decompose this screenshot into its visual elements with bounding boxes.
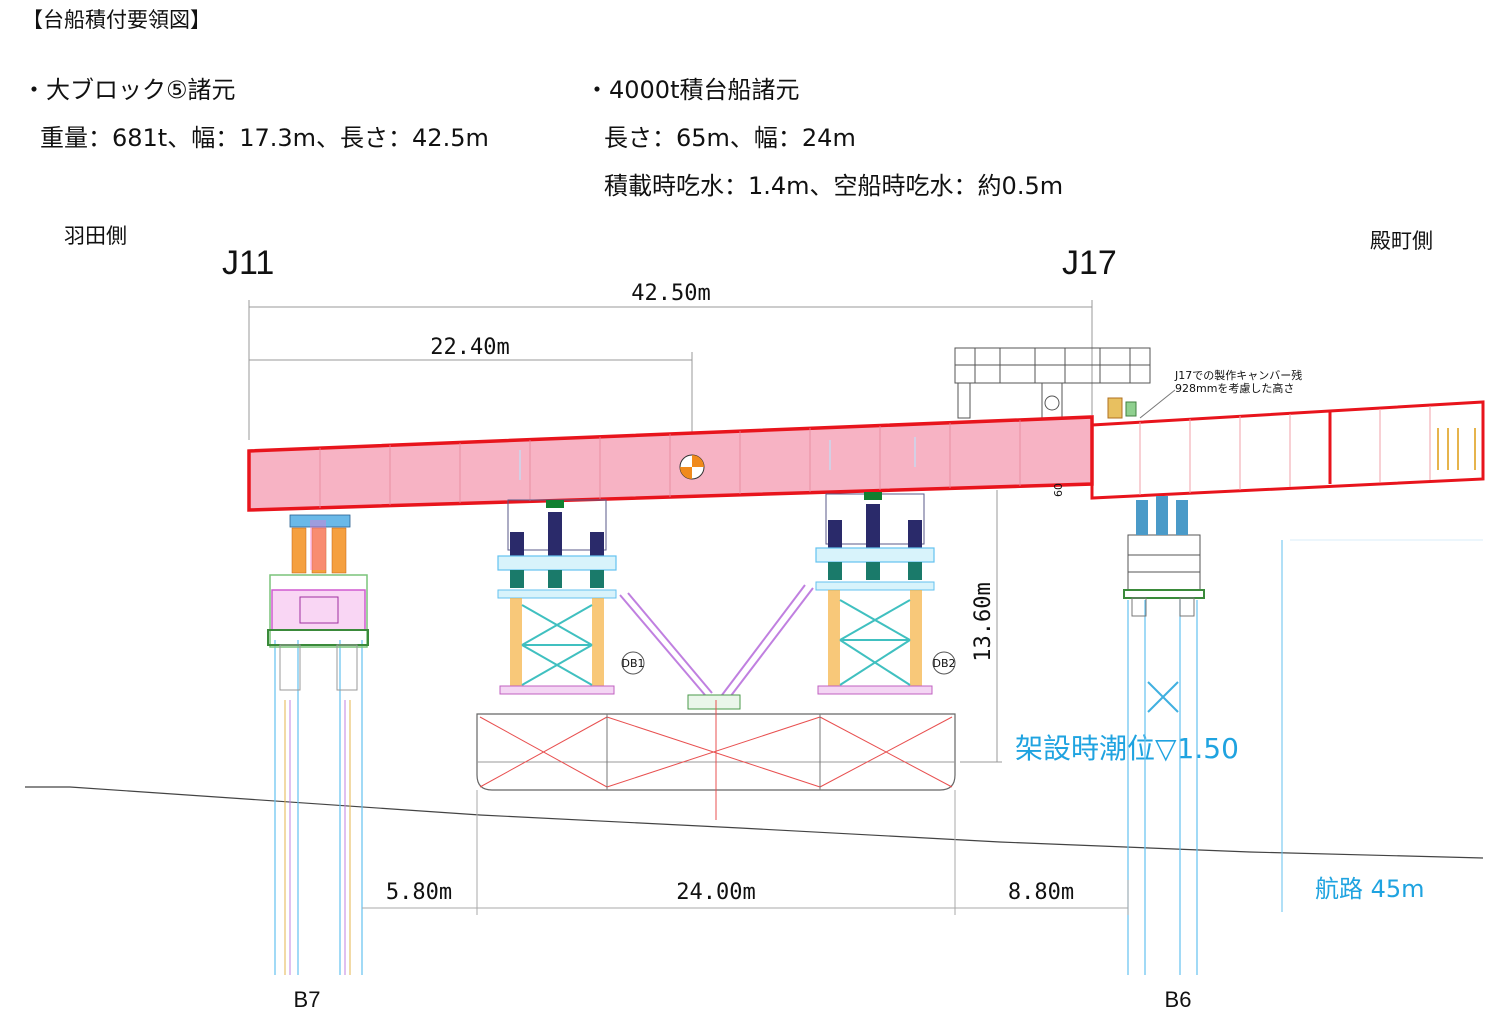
pier-b6	[1123, 496, 1205, 975]
block-spec-line1: 重量：681t、幅：17.3m、長さ：42.5m	[40, 124, 489, 152]
page-title: 【台船積付要領図】	[22, 8, 211, 32]
barge	[476, 700, 956, 820]
dim-total-length-text: 42.50m	[631, 281, 710, 306]
jack-marker	[1107, 397, 1137, 419]
channel-marker: 航路 45m	[1281, 539, 1483, 912]
tide-level-label: 架設時潮位▽1.50	[1015, 732, 1239, 765]
camber-annotation: J17での製作キャンバー残 928mmを考慮した高さ	[1107, 368, 1302, 419]
dim-right-gap-text: 8.80m	[1008, 880, 1074, 905]
seabed-line	[25, 786, 1484, 859]
block-spec-heading: ・大ブロック⑤諸元	[22, 76, 236, 104]
svg-text:DB1: DB1	[621, 657, 644, 670]
gantry-structure	[954, 347, 1151, 419]
db2-marker: DB2	[932, 651, 956, 675]
dim-barge-width-text: 24.00m	[676, 880, 755, 905]
barge-spec-line2: 積載時吃水：1.4m、空船時吃水：約0.5m	[604, 172, 1064, 200]
dim-cg-offset-text: 22.40m	[430, 335, 509, 360]
side-label-left: 羽田側	[64, 224, 127, 248]
dimension-height: 13.60m	[960, 490, 1002, 763]
pier-label-b7: B7	[294, 987, 321, 1012]
camber-note-line1: J17での製作キャンバー残	[1174, 368, 1302, 382]
bottom-dimensions: 5.80m 24.00m 8.80m	[362, 790, 1129, 915]
barge-spec-line1: 長さ：65m、幅：24m	[604, 124, 856, 152]
main-girder-block	[247, 415, 1094, 512]
v-braces	[619, 584, 814, 698]
support-tower-left	[497, 499, 617, 695]
joint-label-right: J17	[1062, 244, 1117, 282]
pier-label-b6: B6	[1165, 987, 1192, 1012]
dim-height-text: 13.60m	[971, 582, 996, 661]
dimension-total-length: 42.50m	[248, 281, 1093, 440]
center-of-gravity-icon	[679, 454, 705, 480]
svg-text:DB2: DB2	[932, 657, 955, 670]
brace-base	[687, 694, 741, 710]
channel-label: 航路 45m	[1315, 875, 1425, 903]
joint-label-left: J11	[222, 244, 275, 282]
side-label-right: 殿町側	[1370, 229, 1433, 253]
adjacent-girder	[1090, 400, 1485, 500]
dim-left-gap-text: 5.80m	[386, 880, 452, 905]
barge-spec-heading: ・4000t積台船諸元	[585, 76, 800, 104]
support-tower-right	[815, 492, 935, 695]
small-dim-text: 60	[1052, 483, 1065, 497]
pier-b7	[267, 514, 369, 975]
camber-note-line2: 928mmを考慮した高さ	[1175, 381, 1294, 395]
db1-marker: DB1	[621, 651, 645, 675]
